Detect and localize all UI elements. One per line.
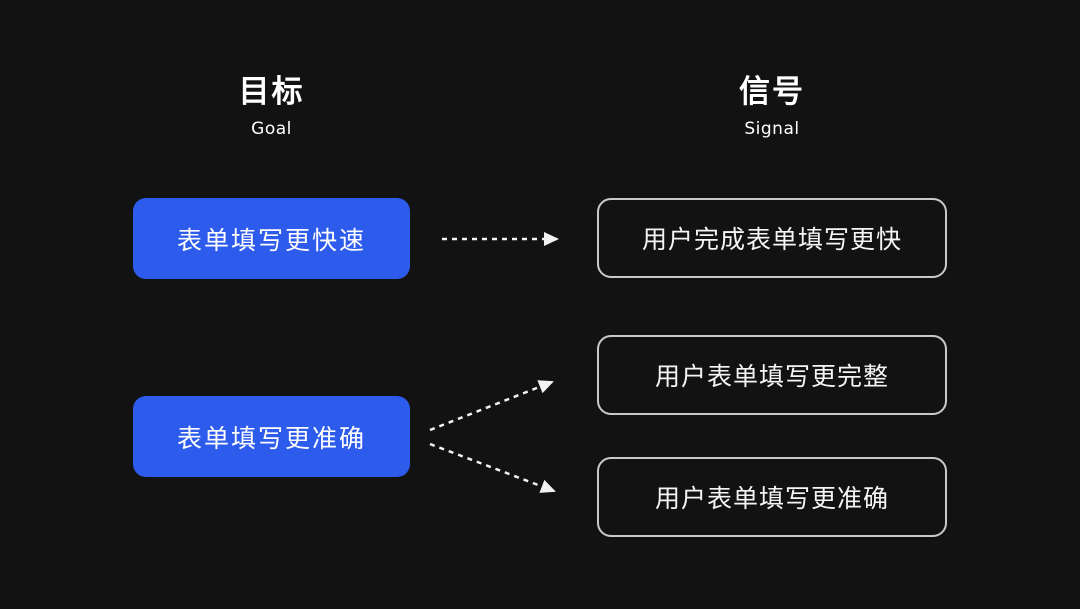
- signal-column-header: 信号 Signal: [597, 77, 947, 138]
- goal-node-label: 表单填写更准确: [176, 423, 366, 453]
- signal-node-complete-faster: 用户完成表单填写更快: [597, 198, 947, 278]
- dotted-arrow-goal2-signal3: [429, 442, 556, 493]
- signal-node-label: 用户表单填写更准确: [654, 484, 889, 513]
- goal-title: 目标: [238, 74, 305, 110]
- signal-title: 信号: [739, 74, 805, 110]
- dotted-arrow-goal2-signal2: [429, 380, 554, 432]
- goal-node-faster-form: 表单填写更快速: [133, 198, 410, 279]
- signal-node-more-complete: 用户表单填写更完整: [597, 335, 947, 415]
- goal-node-label: 表单填写更快速: [176, 225, 366, 255]
- goal-subtitle: Goal: [251, 119, 292, 139]
- signal-node-label: 用户完成表单填写更快: [641, 225, 902, 254]
- goal-column-header: 目标 Goal: [133, 77, 410, 138]
- goal-node-accurate-form: 表单填写更准确: [133, 396, 410, 477]
- signal-node-label: 用户表单填写更完整: [654, 362, 889, 391]
- signal-subtitle: Signal: [744, 119, 800, 139]
- signal-node-more-accurate: 用户表单填写更准确: [597, 457, 947, 537]
